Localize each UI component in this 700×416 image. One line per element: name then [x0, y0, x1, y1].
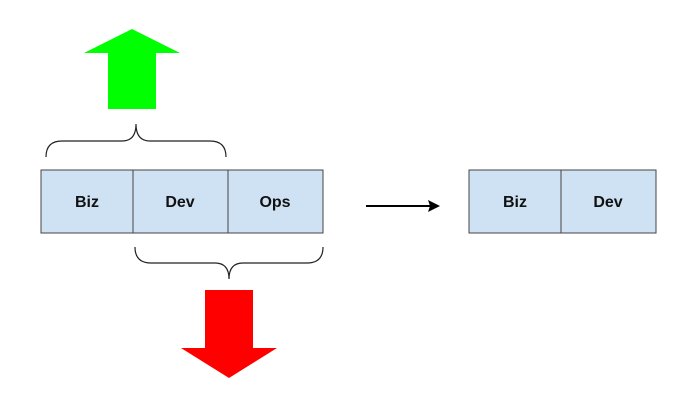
left-box-group: Biz Dev Ops	[40, 169, 324, 234]
right-box-biz	[468, 169, 562, 234]
right-box-biz-label: Biz	[503, 194, 527, 211]
left-box-biz-label: Biz	[75, 194, 99, 211]
left-box-biz	[40, 169, 134, 234]
right-box-dev-label: Dev	[593, 194, 622, 211]
arrow-right-icon	[366, 200, 440, 212]
left-box-dev-label: Dev	[165, 194, 194, 211]
green-up-arrow-icon	[84, 29, 180, 109]
right-box-group: Biz Dev	[468, 169, 657, 234]
top-brace	[45, 123, 227, 158]
left-box-ops-label: Ops	[259, 194, 290, 211]
right-box-dev	[560, 169, 657, 234]
bottom-brace	[134, 246, 324, 280]
left-box-dev	[132, 169, 229, 234]
left-box-ops	[227, 169, 324, 234]
red-down-arrow-icon	[181, 290, 277, 378]
